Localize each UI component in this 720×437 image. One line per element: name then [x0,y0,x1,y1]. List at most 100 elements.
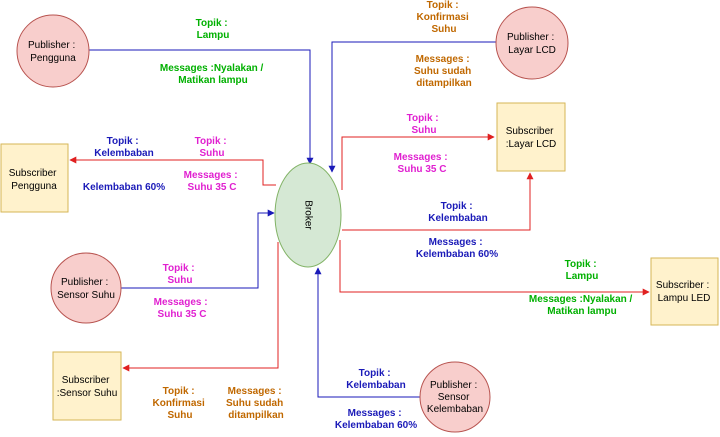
sub-led-topic-label: Topik : Lampu [565,259,600,282]
subscriber-suhu-node [52,351,122,421]
line: Suhu 35 C [398,164,447,175]
pub-suhu-topic-label: Topik : Suhu [163,263,198,286]
line: Publisher : [28,40,75,51]
sub-suhu-topic-label: Topik : Konfirmasi Suhu [152,386,207,421]
line: Topik : [107,136,139,147]
line: Publisher : [507,32,554,43]
line: Topik : [163,386,195,397]
line: Topik : [441,201,473,212]
sub-lcd-topic-kel-label: Topik : Kelembaban [428,201,487,224]
edge-publisher-kelembaban-broker [314,267,420,398]
line: Topik : [565,259,597,270]
subscriber-lcd-node [496,102,566,172]
line: Suhu [432,24,457,35]
line: Lampu [566,271,599,282]
line: Kelembaban [428,213,487,224]
line: Pengguna [11,181,57,192]
line: Suhu [168,275,193,286]
publisher-kelembaban-label: Publisher : Sensor Kelembaban [427,380,483,415]
line: Subscriber [62,375,110,386]
line: :Sensor Suhu [57,388,118,399]
pub-lcd-topic-label: Topik : Konfirmasi Suhu [416,0,471,35]
publisher-suhu-node [50,252,122,324]
line: Messages : [416,54,470,65]
line: Topik : [195,136,227,147]
broker-label: Broker [302,200,313,230]
pub-kel-topic-label: Topik : Kelembaban [346,368,405,391]
line: Messages : [228,386,282,397]
sub-peng-topic-suhu-label: Topik : Suhu [195,136,230,159]
line: Pengguna [30,53,76,64]
sub-lcd-msg-suhu-label: Messages : Suhu 35 C [394,152,451,175]
sub-peng-msg-kel-label: Kelembaban 60% [83,182,165,193]
line: Suhu sudah [226,398,283,409]
pub-lcd-msg-label: Messages : Suhu sudah ditampilkan [414,54,474,89]
line: Suhu [412,125,437,136]
connectors [69,41,650,398]
line: Kelembaban [427,404,483,415]
edge-publisher-lcd-broker [328,41,496,173]
line: Subscriber [9,168,57,179]
line: Suhu sudah [414,66,471,77]
line: Topik : [196,18,228,29]
line: Kelembaban 60% [335,420,417,431]
edge-broker-subscriber-lcd-kelembaban [342,172,534,231]
nodes: Broker Publisher : Pengguna Publisher : … [0,6,719,433]
sub-peng-topic-kel-label: Topik : Kelembaban [94,136,153,159]
edge-broker-subscriber-suhu [122,242,279,372]
line: Subscriber : [656,280,709,291]
line: Konfirmasi [152,398,204,409]
line: Suhu [200,148,225,159]
pub-pengguna-topic-label: Topik : Lampu [196,18,231,41]
line: Layar LCD [508,45,556,56]
subscriber-pengguna-node [0,143,69,213]
line: Lampu [197,30,230,41]
line: Topik : [163,263,195,274]
sub-suhu-msg-label: Messages : Suhu sudah ditampilkan [226,386,286,421]
sub-led-msg-label: Messages :Nyalakan / Matikan lampu [529,294,635,317]
line: Sensor Suhu [57,290,115,301]
line: Konfirmasi [416,12,468,23]
line: Topik : [407,113,439,124]
publisher-kelembaban-node [419,361,491,433]
broker-node [274,162,342,268]
subscriber-led-node [650,257,719,326]
edge-labels: Topik : Lampu Messages :Nyalakan / Matik… [83,0,635,431]
line: Subscriber [506,126,554,137]
line: Messages : [348,408,402,419]
sub-peng-msg-suhu-label: Messages : Suhu 35 C [184,170,241,193]
line: Matikan lampu [547,306,616,317]
subscriber-pengguna-label: Subscriber Pengguna [9,168,60,192]
subscriber-lcd-label: Subscriber :Layar LCD [506,126,557,150]
subscriber-suhu-label: Subscriber :Sensor Suhu [57,375,118,399]
pub-suhu-msg-label: Messages : Suhu 35 C [154,297,211,320]
publisher-pengguna-node [16,14,90,88]
edge-broker-subscriber-pengguna [69,156,276,186]
line: :Layar LCD [506,139,557,150]
line: Publisher : [61,277,108,288]
line: Messages :Nyalakan / [529,294,633,305]
line: ditampilkan [416,78,472,89]
line: Messages : [154,297,208,308]
edge-broker-subscriber-lcd-suhu [341,133,495,190]
line: Suhu 35 C [188,182,237,193]
sub-lcd-msg-kel-label: Messages : Kelembaban 60% [416,237,498,260]
line: Messages : [429,237,483,248]
pub-pengguna-msg-label: Messages :Nyalakan / Matikan lampu [160,63,266,86]
line: Sensor [438,392,470,403]
line: Suhu [168,410,193,421]
line: Topik : [359,368,391,379]
edge-publisher-pengguna-broker [89,49,314,165]
line: ditampilkan [228,410,284,421]
publisher-suhu-label: Publisher : Sensor Suhu [57,277,115,301]
line: Publisher : [430,380,477,391]
line: Matikan lampu [178,75,247,86]
publisher-lcd-node [495,6,569,80]
line: Lampu LED [658,293,711,304]
line: Messages :Nyalakan / [160,63,264,74]
line: Kelembaban 60% [416,249,498,260]
edge-broker-subscriber-led [339,240,650,296]
line: Messages : [394,152,448,163]
line: Kelembaban [94,148,153,159]
